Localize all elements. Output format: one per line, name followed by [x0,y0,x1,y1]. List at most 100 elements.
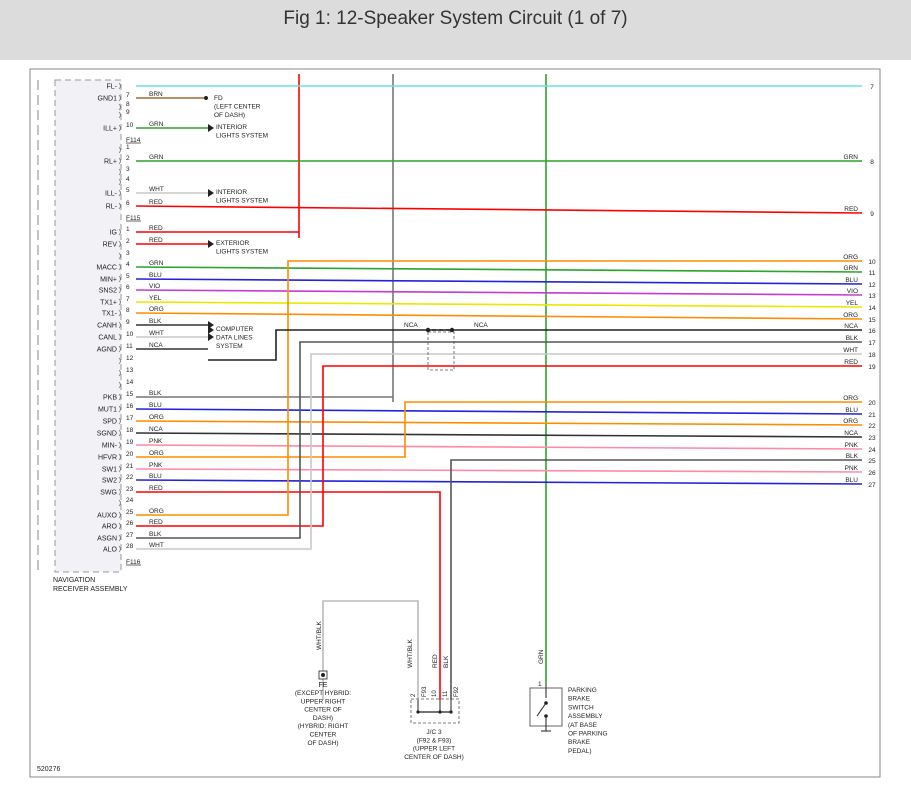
right-wire-color: ORG [843,254,858,261]
pin-wire-color: BLK [149,390,162,397]
pin-number: 3 [126,250,130,257]
wire-MACC-grn [135,266,863,273]
pin-terminal [118,309,121,317]
pin-terminal [118,429,121,437]
junction-label: (UPPER LEFT [413,746,455,753]
wire-SNS2-vio [135,289,863,296]
wire-TX1-plus-yel [135,301,863,308]
pin-wire-color: WHT [149,186,164,193]
pin-number: 18 [126,427,134,434]
destination-label: OF DASH) [214,112,245,119]
destination-label: DATA LINES [216,335,253,342]
wire-ALO-wht [136,353,862,550]
right-ref-number: 7 [870,84,874,91]
pin-number: 26 [126,520,134,527]
destination-arrow [208,321,214,329]
wire-MIN-plus-blu [135,278,863,285]
pin-name: SPD [103,419,117,426]
figure-title: Fig 1: 12-Speaker System Circuit (1 of 7… [283,8,628,29]
pin-terminal [118,511,121,519]
right-ref-number: 9 [870,211,874,218]
pin-number: 6 [126,284,130,291]
right-wire-color: YEL [846,300,859,307]
right-wire-color: RED [844,359,858,366]
pin-number: 28 [126,543,134,550]
pin-terminal [118,534,121,542]
pin-terminal [118,499,121,507]
wire-AUXO-org [136,260,862,516]
diagram-frame [29,68,881,778]
pin-name: TX1+ [100,300,117,307]
pin-name: RL- [106,204,118,211]
pin-wire-color: VIO [149,283,160,290]
brake-switch-label: BRAKE [568,739,591,746]
pin-wire-color: WHT [149,330,164,337]
brake-switch-blade [536,702,547,717]
receiver-label-2: RECEIVER ASSEMBLY [53,586,128,593]
pin-number: 9 [126,319,130,326]
pin-wire-color: YEL [149,295,162,302]
pin-terminal [118,240,121,248]
pin-terminal [118,453,121,461]
pin-terminal [118,488,121,496]
right-ref-number: 23 [868,435,876,442]
wire-computer-data-blk [208,329,862,361]
junction-label: (F92 & F93) [417,737,452,744]
pin-terminal [118,275,121,283]
wire-RL-minus-red [135,205,863,214]
pin-wire-color: RED [149,485,163,492]
brake-switch-label: PEDAL) [568,748,591,755]
destination-label: (LEFT CENTER [214,104,261,111]
brake-wire-color: GRN [538,649,545,664]
junction-wire-color: BLK [443,655,450,668]
destination-label: SYSTEM [216,343,243,350]
right-wire-color: NCA [844,323,858,330]
right-ref-number: 12 [868,282,876,289]
pin-number: 7 [126,296,130,303]
pin-name: RL+ [104,159,117,166]
pin-number: 1 [126,144,130,151]
pin-name: TX1- [102,311,118,318]
destination-label: COMPUTER [216,326,254,333]
pin-number: 23 [126,486,134,493]
pin-wire-color: ORG [149,508,164,515]
pin-number: 15 [126,391,134,398]
pin-wire-color: GRN [149,154,164,161]
junction-pin-dot [449,710,453,714]
pin-terminal [118,522,121,530]
diagram-id: 520276 [37,766,60,773]
junction-pin-dot [416,710,420,714]
splice-dot [449,327,455,333]
pin-number: 5 [126,187,130,194]
pin-terminal [118,369,121,377]
pin-terminal [118,111,121,119]
receiver-label-1: NAVIGATION [53,577,95,584]
pin-wire-color: RED [149,519,163,526]
pin-terminal [118,441,121,449]
right-ref-number: 17 [868,340,876,347]
right-wire-color: VIO [847,288,858,295]
wire-SW2-blu [135,479,863,485]
pin-terminal [118,146,121,154]
pin-wire-color: GRN [149,121,164,128]
pin-number: 8 [126,101,130,108]
pin-name: REV [103,242,118,249]
right-ref-number: 19 [868,364,876,371]
pin-terminal [118,252,121,260]
connector-id: F114 [126,137,141,144]
ground-location: OF DASH) [307,740,338,747]
pin-wire-color: RED [149,225,163,232]
right-wire-color: BLK [846,335,859,342]
pin-terminal [118,168,121,176]
pin-name: AUXO [97,513,117,520]
right-ref-number: 13 [868,293,876,300]
wire-ARO-red [136,365,862,527]
destination-arrow [208,240,214,248]
junction-pin-dot [438,710,442,714]
pin-name: HFVR [98,455,117,462]
junction-wire-color: RED [432,654,439,668]
right-wire-color: PNK [845,465,859,472]
pin-number: 10 [126,122,134,129]
ground-location: CENTER [310,732,337,739]
